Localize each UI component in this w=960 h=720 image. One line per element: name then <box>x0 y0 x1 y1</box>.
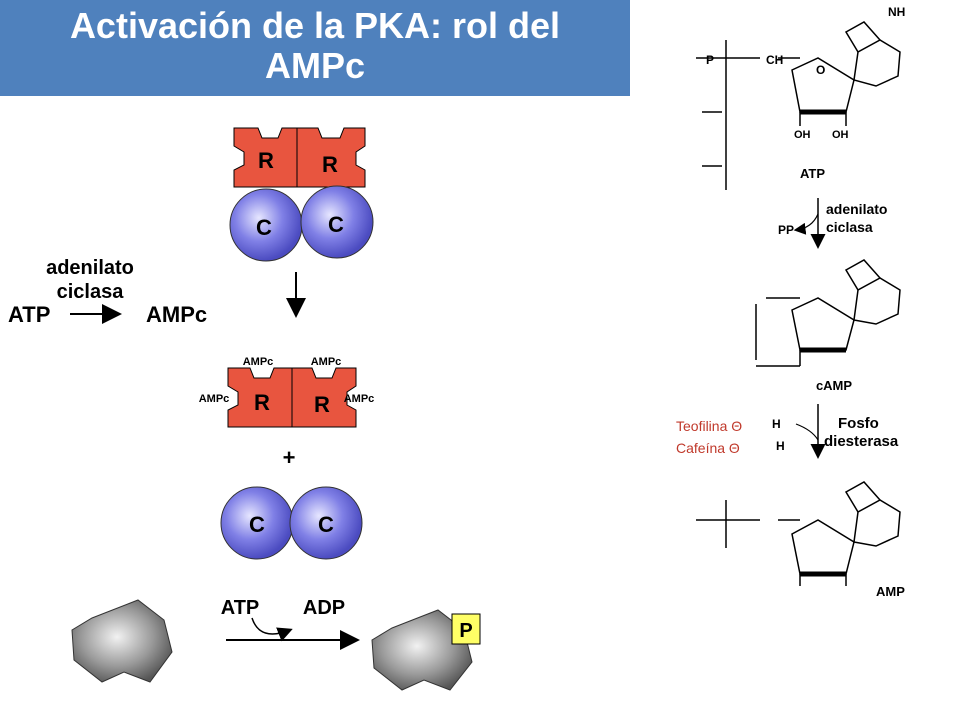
o-label: O <box>816 63 825 77</box>
p-label: P <box>706 53 714 67</box>
camp-tag: AMPc <box>311 356 342 368</box>
atp-label: ATP <box>800 166 825 181</box>
nh2-label: NH <box>888 5 905 19</box>
catalytic-label: C <box>328 212 344 237</box>
ppi-label: PP <box>778 223 794 237</box>
camp-tag: AMPc <box>344 393 375 405</box>
phosphorylation-step: ATP ADP P <box>71 597 481 691</box>
h2o-label: H <box>772 417 781 431</box>
free-catalytic-subunits: C C <box>220 486 363 560</box>
plus-sign: + <box>283 445 296 470</box>
amp-structure <box>696 481 901 586</box>
atp-curve-arrow <box>251 617 293 642</box>
cyclase-step: adenilato ciclasa PP <box>778 198 887 249</box>
camp-structure <box>755 259 901 367</box>
title-banner: Activación de la PKA: rol del AMPc <box>0 0 630 96</box>
oh-label: OH <box>794 129 811 141</box>
title-line-2: AMPc <box>264 45 366 86</box>
inhibitor-theophylline: Teofilina Θ <box>676 418 743 434</box>
inhibitor-caffeine: Cafeína Θ <box>676 440 740 456</box>
camp-tag: AMPc <box>243 356 274 368</box>
product-label: AMPc <box>146 302 207 327</box>
phospho-atp-label: ATP <box>221 597 260 619</box>
regulatory-subunit-2: R <box>296 127 366 188</box>
substrate-label: ATP <box>8 302 50 327</box>
enzyme-label: adenilato <box>46 257 134 279</box>
regulatory-label: R <box>322 152 338 177</box>
substrate-protein <box>71 599 173 683</box>
enzyme2-line2: diesterasa <box>824 433 899 450</box>
phosphate-tag <box>451 613 481 645</box>
regulatory-label: R <box>314 392 330 417</box>
amp-label: AMP <box>876 584 905 599</box>
enzyme1-line1: adenilato <box>826 201 887 217</box>
camp-label: cAMP <box>816 378 852 393</box>
phosphate-label: P <box>459 620 472 642</box>
hplus-label: H <box>776 439 785 453</box>
enzyme2-line1: Fosfo <box>838 415 879 432</box>
regulatory-label: R <box>258 148 274 173</box>
regulatory-dimer-camp: R R AMPc AMPc AMPc AMPc <box>199 356 375 428</box>
camp-tag: AMPc <box>199 393 230 405</box>
regulatory-label: R <box>254 390 270 415</box>
catalytic-label: C <box>256 215 272 240</box>
regulatory-subunit-1: R <box>233 127 298 188</box>
phosphorylated-protein <box>371 609 473 691</box>
enzyme1-line2: ciclasa <box>826 219 873 235</box>
enzyme-label-2: ciclasa <box>57 281 125 303</box>
cyclase-reaction: adenilato ciclasa ATP AMPc <box>8 257 207 327</box>
atp-structure <box>696 21 901 190</box>
pde-step: H H Fosfo diesterasa <box>772 404 899 459</box>
phospho-adp-label: ADP <box>303 597 345 619</box>
catalytic-subunit-1: C <box>229 188 303 262</box>
title-line-1: Activación de la PKA: rol del <box>69 5 561 46</box>
catalytic-label: C <box>318 512 334 537</box>
pka-holoenzyme: R R C C <box>229 127 374 262</box>
catalytic-subunit-2: C <box>300 185 374 259</box>
ch2-label: CH <box>766 53 783 67</box>
catalytic-label: C <box>249 512 265 537</box>
oh-label: OH <box>832 129 849 141</box>
